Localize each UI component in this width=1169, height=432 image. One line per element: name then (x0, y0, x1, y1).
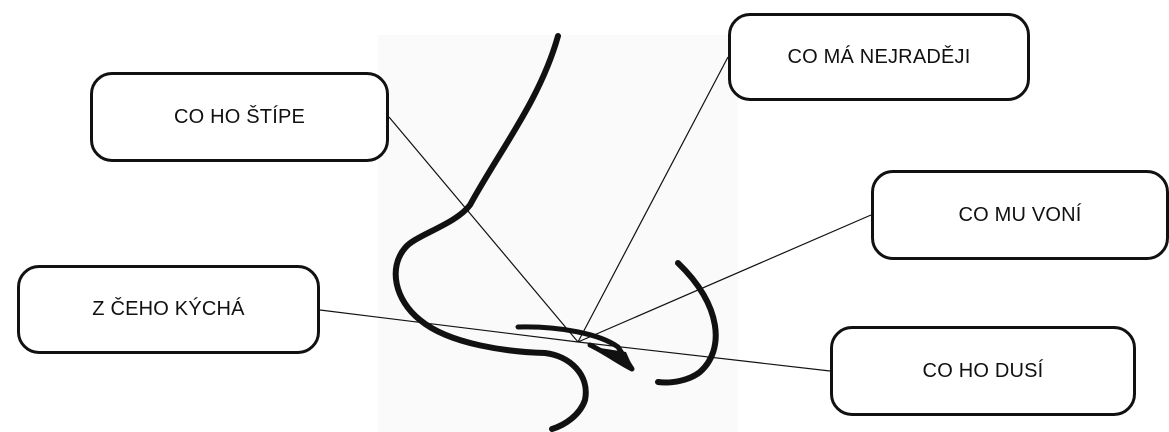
label-box-kycha: Z ČEHO KÝCHÁ (17, 265, 320, 354)
label-text-voni: CO MU VONÍ (958, 204, 1081, 227)
label-text-kycha: Z ČEHO KÝCHÁ (92, 298, 244, 321)
label-box-nejradeji: CO MÁ NEJRADĚJI (728, 13, 1030, 101)
label-box-stipe: CO HO ŠTÍPE (90, 72, 389, 162)
label-text-stipe: CO HO ŠTÍPE (174, 106, 305, 129)
label-text-dusi: CO HO DUSÍ (923, 360, 1044, 383)
label-box-voni: CO MU VONÍ (871, 170, 1169, 260)
label-text-nejradeji: CO MÁ NEJRADĚJI (787, 46, 970, 69)
label-box-dusi: CO HO DUSÍ (830, 326, 1136, 416)
